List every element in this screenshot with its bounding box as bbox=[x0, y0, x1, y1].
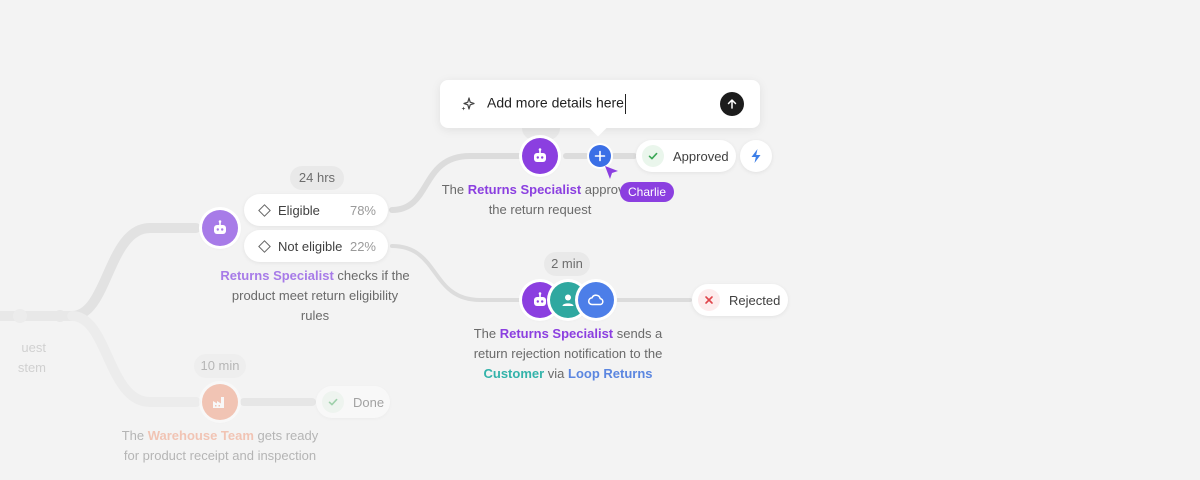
actor-returns-specialist: Returns Specialist bbox=[499, 326, 614, 341]
check-icon bbox=[322, 391, 344, 413]
lightning-bolt-icon bbox=[751, 149, 761, 163]
left-partial-node-2 bbox=[54, 310, 66, 322]
outcome-rejected-label: Rejected bbox=[729, 292, 781, 308]
actor-returns-specialist: Returns Specialist bbox=[220, 268, 334, 283]
left-partial-node bbox=[13, 309, 27, 323]
sparkle-icon bbox=[461, 97, 475, 111]
robot-icon bbox=[534, 148, 546, 162]
reject-integration-node[interactable] bbox=[578, 282, 614, 318]
send-button[interactable] bbox=[720, 92, 744, 116]
robot-icon bbox=[534, 292, 546, 306]
duration-badge-eligibility: 24 hrs bbox=[290, 166, 344, 190]
outcome-rejected[interactable]: Rejected bbox=[692, 284, 788, 316]
check-icon bbox=[642, 145, 664, 167]
prompt-input[interactable]: Add more details here bbox=[487, 94, 626, 114]
option-not-eligible[interactable]: Not eligible 22% bbox=[244, 230, 388, 262]
left-partial-description: uest stem bbox=[17, 340, 46, 375]
connector-eligible-to-approve bbox=[389, 153, 523, 213]
option-eligible[interactable]: Eligible 78% bbox=[244, 194, 388, 226]
outcome-done[interactable]: Done bbox=[316, 386, 390, 418]
outcome-approved[interactable]: Approved bbox=[636, 140, 736, 172]
option-eligible-percent: 78% bbox=[349, 202, 376, 218]
cloud-icon bbox=[588, 294, 604, 306]
approve-agent-node[interactable] bbox=[522, 138, 558, 174]
eligibility-description: Returns Specialist checks if the product… bbox=[220, 268, 410, 323]
x-icon bbox=[698, 289, 720, 311]
text-caret bbox=[624, 94, 626, 114]
collaborator-name-tag: Charlie bbox=[620, 182, 675, 202]
collaborator-cursor-icon bbox=[605, 166, 618, 179]
integration-loop-returns: Loop Returns bbox=[568, 366, 653, 381]
option-not-eligible-label: Not eligible bbox=[278, 238, 343, 254]
robot-icon bbox=[214, 220, 226, 234]
option-eligible-label: Eligible bbox=[278, 202, 320, 218]
person-icon bbox=[562, 294, 574, 306]
diamond-icon bbox=[258, 203, 271, 217]
connector-to-eligibility bbox=[67, 223, 201, 321]
warehouse-description: The Warehouse Team gets ready for produc… bbox=[121, 428, 319, 463]
factory-icon bbox=[213, 397, 224, 408]
outcome-approved-label: Approved bbox=[673, 148, 729, 164]
connector-not-eligible-to-reject bbox=[390, 244, 522, 302]
actor-customer: Customer bbox=[483, 366, 545, 381]
warehouse-team-node[interactable] bbox=[202, 384, 238, 420]
eligibility-agent-node[interactable] bbox=[202, 210, 238, 246]
duration-badge-warehouse: 10 min bbox=[194, 354, 246, 378]
add-step-button[interactable] bbox=[589, 145, 611, 167]
connector-to-warehouse bbox=[67, 311, 201, 407]
actor-warehouse-team: Warehouse Team bbox=[147, 428, 254, 443]
arrow-up-icon bbox=[727, 99, 737, 109]
diamond-icon bbox=[258, 239, 271, 253]
option-not-eligible-percent: 22% bbox=[349, 238, 376, 254]
outcome-done-label: Done bbox=[353, 394, 385, 410]
reject-description: The Returns Specialist sends a return re… bbox=[473, 326, 663, 381]
duration-badge-rejection: 2 min bbox=[544, 252, 590, 276]
automation-bolt-button[interactable] bbox=[740, 140, 772, 172]
approve-description: The Returns Specialist approves the retu… bbox=[441, 182, 639, 217]
ai-prompt-box[interactable]: Add more details here bbox=[440, 80, 760, 128]
actor-returns-specialist: Returns Specialist bbox=[467, 182, 582, 197]
plus-icon bbox=[594, 150, 606, 162]
